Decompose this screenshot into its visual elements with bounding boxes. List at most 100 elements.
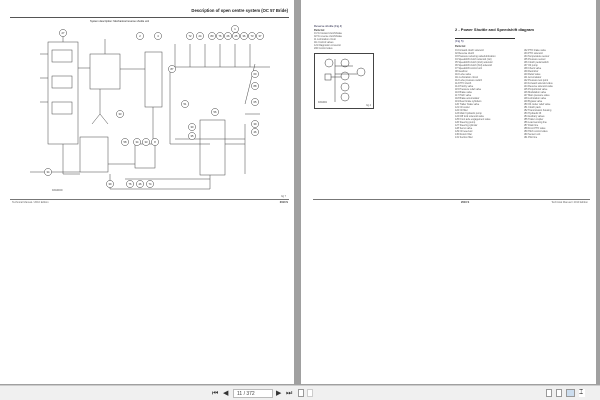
parts-list-item: 158 Front PTO valve [523,127,546,130]
page-indicator: 11 / 372 [237,391,255,397]
parts-list-item: 118 Brake accumulator [455,97,480,100]
parts-list-item: 124 Diff lock solenoid valve [455,115,484,118]
parts-list-item: 145 Proportional valve [523,88,548,91]
diagram-callout: 27 [59,29,67,37]
two-page-view-icon[interactable] [566,389,575,397]
svg-text:34: 34 [136,140,139,144]
parts-list-item: 123 Main hydraulic pump [455,112,482,115]
parts-list-item: 07 Speedshift control unit [455,67,482,70]
diagram-callout: 33 [142,138,150,146]
two-page-continuous-icon[interactable]: ⌶ [579,389,585,397]
viewer-toolbar: ⏮ ◀ 11 / 372 ▶ ⏭ ⌶ [0,385,600,400]
diagram-callout: 4 [154,32,162,40]
previous-page-button[interactable]: ◀ [223,390,229,397]
parts-list-item: 132 PTO brake valve [523,49,546,52]
continuous-view-icon[interactable] [556,389,562,397]
parts-list-item: 160 Sensor unit [523,133,541,136]
parts-list-item: 142 Pressure test point [523,79,549,82]
parts-list-item: 128 Servo valve [455,127,473,130]
diagram-title: System description: Mechanical reverse s… [90,20,150,23]
page-number-input[interactable]: 11 / 372 [233,389,273,398]
parts-list-item: 148 Lubrication valve [523,97,547,100]
right-page: Reverse shuttle (Fig 4) Parts list: 01 T… [301,0,596,384]
parts-list-item: 119 Rear brake cylinders [455,100,482,103]
parts-list-item: 155 Trailer coupler [523,118,544,121]
svg-text:46: 46 [254,130,257,134]
svg-text:24: 24 [199,34,202,38]
page-header: Description of open centre system (OC 57… [191,8,288,13]
first-page-button[interactable]: ⏮ [212,390,219,397]
fit-width-icon[interactable] [307,389,313,397]
parts-list-item: 126 Steering pump [455,121,476,124]
diagram-callout: 39 [106,180,114,188]
parts-list-item: 04 Speedshift clutch solenoid (1st) [455,58,492,61]
parts-list-item: 120 Trailer brake valve [455,103,480,106]
svg-text:1: 1 [234,27,236,31]
parts-list-item: 152 Transmission housing [523,109,552,112]
diagram-callout: 26 [224,32,232,40]
svg-text:33: 33 [119,112,122,116]
diagram-callout: 46 [136,180,144,188]
diagram-callout: 80 [208,32,216,40]
parts-list-item: 147 Main pressure valve [523,94,550,97]
last-page-button[interactable]: ⏭ [286,390,293,397]
diagram-callout: 35 [188,132,196,140]
parts-list-item: 134 Temperature sensor [523,55,550,58]
diagram-callout: 51 [181,100,189,108]
parts-list-item: 149 Bypass valve [523,100,543,103]
parts-list-item: 140 Relief valve [523,73,541,76]
parts-list-item: 114 Priority valve [455,85,474,88]
header-rule [10,17,289,18]
fit-page-icon[interactable] [298,389,304,397]
parts-list-item: 157 Drain line [523,124,539,127]
parts-list-item: 139 Restrictor [523,70,539,73]
parts-list-item: 115 Pressure relief valve [455,88,482,91]
parts-list-item: 113 PTO clutch [455,82,472,85]
figure-label: Fig 7 [280,195,286,198]
parts-list-item: 154 Auxiliary valves [523,115,545,118]
parts-list-item: 110 Lube valve [455,73,472,76]
diagram-callout: 37 [256,32,264,40]
svg-text:25: 25 [235,34,238,38]
parts-list-item: 156 Load sensing line [523,121,547,124]
diagram-callout: 33 [116,110,124,118]
parts-list-item: 130 Return filter [455,133,473,136]
svg-text:46: 46 [139,182,142,186]
svg-text:51: 51 [184,102,187,106]
parts-list-item: 121 Oil cooler [455,106,470,109]
diagram-callout: 58 [121,138,129,146]
small-parts-item: 01 To forward clutch/brake [314,32,342,35]
parts-list-item: 127 Steering cylinder [455,124,478,127]
diagram-callout: 25 [232,32,240,40]
svg-text:37: 37 [259,34,262,38]
parts-list-item: 161 Pilot line [523,136,538,139]
svg-text:80: 80 [211,34,214,38]
svg-text:30: 30 [191,125,194,129]
diagram-callout: 39 [251,120,259,128]
fig-code: RAM001 [318,101,328,104]
diagram-callout: 72 [186,32,194,40]
parts-list-item: 111 Lubrication circuit [455,76,478,79]
left-page: Description of open centre system (OC 57… [0,0,294,384]
svg-text:60: 60 [254,72,257,76]
diagram-callout: 87 [168,65,176,73]
svg-text:35: 35 [191,134,194,138]
diagram-callout: 60 [251,70,259,78]
diagram-code: RAM0000 [52,189,63,192]
small-parts-item: 200 Control valve [314,47,333,50]
single-page-view-icon[interactable] [546,389,552,397]
parts-list-item: 138 Check valve [523,67,542,70]
svg-text:76: 76 [219,34,222,38]
reverse-shuttle-title: Reverse shuttle (Fig 4) [314,25,343,28]
next-page-button[interactable]: ▶ [276,390,282,397]
svg-text:88: 88 [254,84,257,88]
small-parts-item: 11 Lubrication circuit [314,38,336,41]
parts-list-item: 150 Oil cooler relief valve [523,103,551,106]
parts-list-item: 116 Brake valve [455,91,472,94]
parts-list-item: 136 Clutch pedal switch [523,61,549,64]
parts-list-item: 125 Front axle engagement valve [455,118,491,121]
svg-text:33: 33 [145,140,148,144]
parts-list-item: 129 Oil reservoir [455,130,473,133]
